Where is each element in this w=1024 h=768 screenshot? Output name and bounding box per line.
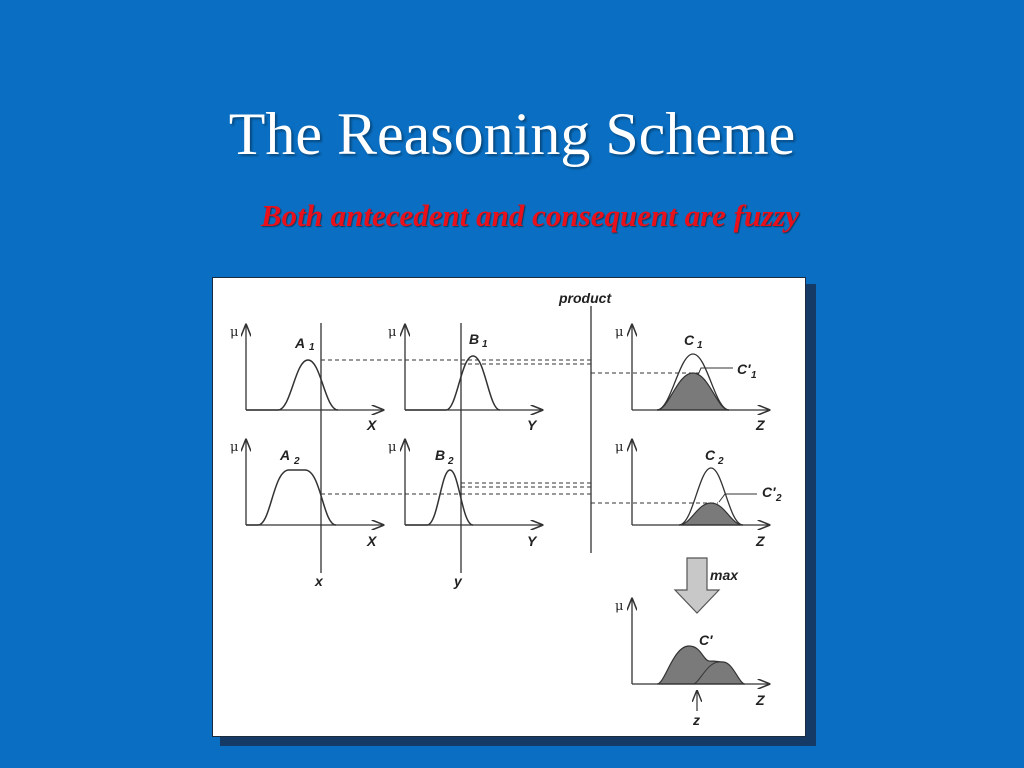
mu-label: μ: [388, 325, 396, 340]
slide-title: The Reasoning Scheme: [228, 101, 796, 167]
diagram-svg: μ A 1 X μ B 1 Y μ C 1 C′ 1 Z: [230, 290, 782, 728]
label-c2-prime: C′: [762, 484, 776, 500]
axis-label-x: X: [366, 533, 378, 549]
label-b1-sub: 1: [482, 339, 488, 350]
label-c1-prime-sub: 1: [751, 370, 757, 381]
label-b2-sub: 2: [447, 456, 454, 467]
slide-subtitle: Both antecedent and consequent are fuzzy: [260, 198, 800, 233]
axis-label-z: Z: [755, 417, 765, 433]
product-label: product: [558, 290, 612, 306]
membership-curve-c1: [656, 353, 730, 411]
label-a2: A: [279, 447, 290, 463]
input-label-y: y: [453, 573, 463, 589]
panel-b2: μ B 2 Y: [388, 440, 542, 549]
membership-curve-b1: [405, 355, 501, 411]
label-a1: A: [294, 335, 305, 351]
axis-label-y: Y: [527, 533, 538, 549]
max-arrow: [673, 557, 721, 614]
membership-curve-a1: [246, 359, 339, 411]
label-c2-sub: 2: [717, 456, 724, 467]
reasoning-diagram: μ A 1 X μ B 1 Y μ C 1 C′ 1 Z: [212, 277, 806, 737]
aggregated-output: [656, 645, 746, 685]
label-a2-sub: 2: [293, 456, 300, 467]
membership-curve-b2: [405, 469, 474, 526]
axis-label-y: Y: [527, 417, 538, 433]
axis-label-z: Z: [755, 692, 765, 708]
mu-label: μ: [230, 325, 238, 340]
axis-label-x: X: [366, 417, 378, 433]
panel-a1: μ A 1 X: [230, 325, 383, 433]
membership-curve-a2: [246, 469, 337, 526]
label-c1-sub: 1: [697, 340, 703, 351]
mu-label: μ: [388, 440, 396, 455]
panel-c1: μ C 1 C′ 1 Z: [615, 325, 769, 433]
panel-a2: μ A 2 X: [230, 440, 383, 549]
label-b1: B: [469, 331, 479, 347]
label-c2-prime-sub: 2: [775, 493, 782, 504]
crisp-output-z: z: [692, 712, 700, 728]
mu-label: μ: [615, 325, 623, 340]
dashed-lines: [321, 359, 718, 504]
max-label: max: [710, 567, 739, 583]
mu-label: μ: [615, 440, 623, 455]
membership-curve-c2: [678, 467, 744, 526]
label-c1-prime: C′: [737, 361, 751, 377]
label-c-prime: C′: [699, 632, 713, 648]
label-c1: C: [684, 332, 695, 348]
scaled-consequent-c1: [656, 372, 730, 411]
label-c2: C: [705, 447, 716, 463]
input-label-x: x: [314, 573, 324, 589]
mu-label: μ: [615, 599, 623, 614]
panel-c2: μ C 2 C′ 2 Z: [615, 440, 782, 549]
mu-label: μ: [230, 440, 238, 455]
axis-label-z: Z: [755, 533, 765, 549]
label-b2: B: [435, 447, 445, 463]
panel-b1: μ B 1 Y: [388, 325, 542, 433]
label-a1-sub: 1: [309, 342, 315, 353]
panel-aggregate: μ C′ Z z: [615, 599, 769, 728]
